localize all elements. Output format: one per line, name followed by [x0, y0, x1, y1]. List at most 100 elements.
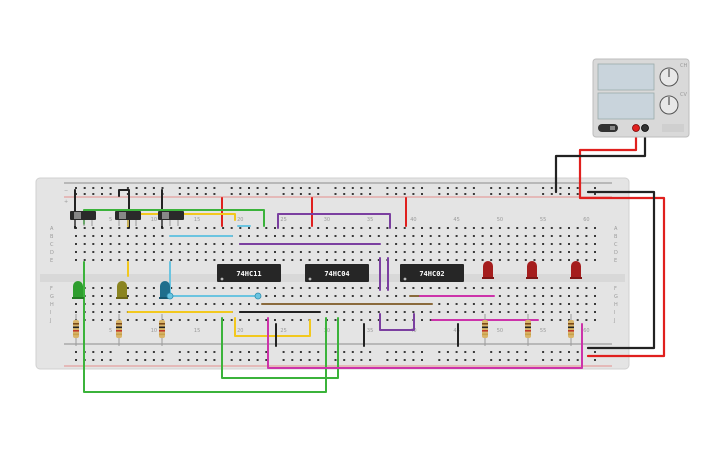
breadboard-hole[interactable]: [126, 187, 129, 189]
breadboard-hole[interactable]: [377, 235, 380, 237]
breadboard-hole[interactable]: [369, 287, 372, 289]
breadboard-hole[interactable]: [239, 319, 242, 321]
breadboard-hole[interactable]: [308, 187, 311, 189]
breadboard-hole[interactable]: [317, 187, 320, 189]
breadboard-hole[interactable]: [170, 259, 173, 261]
breadboard-hole[interactable]: [576, 359, 579, 361]
breadboard-hole[interactable]: [594, 295, 596, 297]
breadboard-hole[interactable]: [542, 243, 545, 245]
breadboard-hole[interactable]: [230, 227, 233, 229]
breadboard-hole[interactable]: [568, 259, 570, 261]
breadboard-hole[interactable]: [369, 295, 372, 297]
breadboard-hole[interactable]: [481, 243, 484, 245]
breadboard-hole[interactable]: [507, 187, 510, 189]
led-red-1[interactable]: [482, 261, 494, 279]
breadboard-hole[interactable]: [109, 227, 112, 229]
breadboard-hole[interactable]: [464, 259, 467, 261]
breadboard-hole[interactable]: [524, 303, 527, 305]
breadboard-hole[interactable]: [170, 251, 173, 253]
breadboard-hole[interactable]: [334, 227, 337, 229]
breadboard-hole[interactable]: [118, 235, 121, 237]
breadboard-hole[interactable]: [516, 251, 519, 253]
breadboard-hole[interactable]: [421, 187, 423, 189]
breadboard-hole[interactable]: [222, 319, 225, 321]
breadboard-hole[interactable]: [308, 251, 311, 253]
breadboard-hole[interactable]: [351, 259, 354, 261]
breadboard-hole[interactable]: [429, 287, 432, 289]
breadboard-hole[interactable]: [248, 359, 250, 361]
breadboard-hole[interactable]: [343, 359, 346, 361]
breadboard-hole[interactable]: [524, 235, 527, 237]
breadboard-hole[interactable]: [213, 227, 216, 229]
breadboard-hole[interactable]: [334, 259, 337, 261]
breadboard-hole[interactable]: [524, 193, 527, 195]
breadboard-hole[interactable]: [542, 287, 545, 289]
breadboard-hole[interactable]: [75, 251, 77, 253]
breadboard-hole[interactable]: [421, 243, 423, 245]
breadboard-hole[interactable]: [75, 311, 77, 313]
breadboard-hole[interactable]: [230, 251, 233, 253]
breadboard-hole[interactable]: [550, 295, 553, 297]
breadboard-hole[interactable]: [559, 319, 562, 321]
breadboard-hole[interactable]: [542, 251, 545, 253]
breadboard-hole[interactable]: [395, 187, 398, 189]
breadboard-hole[interactable]: [498, 287, 501, 289]
breadboard-hole[interactable]: [282, 287, 285, 289]
breadboard-hole[interactable]: [178, 227, 181, 229]
breadboard-hole[interactable]: [308, 227, 311, 229]
breadboard-hole[interactable]: [550, 193, 553, 195]
breadboard-hole[interactable]: [594, 227, 596, 229]
breadboard-hole[interactable]: [101, 319, 103, 321]
breadboard-hole[interactable]: [360, 351, 363, 353]
breadboard-hole[interactable]: [343, 187, 346, 189]
breadboard-hole[interactable]: [576, 295, 579, 297]
breadboard-hole[interactable]: [455, 311, 458, 313]
breadboard-hole[interactable]: [152, 251, 155, 253]
breadboard-hole[interactable]: [213, 287, 216, 289]
breadboard-hole[interactable]: [291, 193, 294, 195]
breadboard-hole[interactable]: [360, 359, 363, 361]
breadboard-hole[interactable]: [187, 227, 190, 229]
breadboard-hole[interactable]: [109, 243, 112, 245]
breadboard-hole[interactable]: [152, 227, 155, 229]
breadboard-hole[interactable]: [550, 235, 553, 237]
breadboard-hole[interactable]: [239, 359, 242, 361]
breadboard-hole[interactable]: [576, 287, 579, 289]
breadboard-hole[interactable]: [92, 227, 95, 229]
breadboard-hole[interactable]: [265, 359, 268, 361]
breadboard-hole[interactable]: [222, 259, 225, 261]
breadboard-hole[interactable]: [464, 351, 467, 353]
breadboard-hole[interactable]: [343, 351, 346, 353]
breadboard-hole[interactable]: [325, 311, 328, 313]
breadboard-hole[interactable]: [196, 227, 199, 229]
breadboard-hole[interactable]: [412, 351, 415, 353]
breadboard-hole[interactable]: [516, 193, 519, 195]
breadboard-hole[interactable]: [256, 359, 259, 361]
breadboard-hole[interactable]: [343, 227, 346, 229]
breadboard-hole[interactable]: [498, 243, 501, 245]
breadboard-hole[interactable]: [498, 311, 501, 313]
breadboard-hole[interactable]: [438, 187, 441, 189]
breadboard-hole[interactable]: [126, 227, 129, 229]
breadboard-hole[interactable]: [291, 319, 294, 321]
breadboard-hole[interactable]: [386, 311, 389, 313]
breadboard-hole[interactable]: [507, 295, 510, 297]
breadboard-hole[interactable]: [594, 351, 596, 353]
breadboard-hole[interactable]: [533, 251, 536, 253]
breadboard-hole[interactable]: [222, 251, 225, 253]
breadboard-hole[interactable]: [464, 287, 467, 289]
breadboard-hole[interactable]: [386, 227, 389, 229]
breadboard-hole[interactable]: [412, 243, 415, 245]
breadboard-hole[interactable]: [83, 227, 86, 229]
breadboard-hole[interactable]: [256, 235, 259, 237]
breadboard-hole[interactable]: [351, 193, 354, 195]
breadboard-hole[interactable]: [230, 193, 233, 195]
breadboard-hole[interactable]: [421, 359, 423, 361]
breadboard-hole[interactable]: [455, 287, 458, 289]
breadboard-hole[interactable]: [109, 359, 112, 361]
breadboard-hole[interactable]: [291, 351, 294, 353]
breadboard-hole[interactable]: [360, 227, 363, 229]
breadboard-hole[interactable]: [351, 287, 354, 289]
breadboard-hole[interactable]: [135, 287, 138, 289]
slide-switch-2[interactable]: [115, 211, 141, 226]
